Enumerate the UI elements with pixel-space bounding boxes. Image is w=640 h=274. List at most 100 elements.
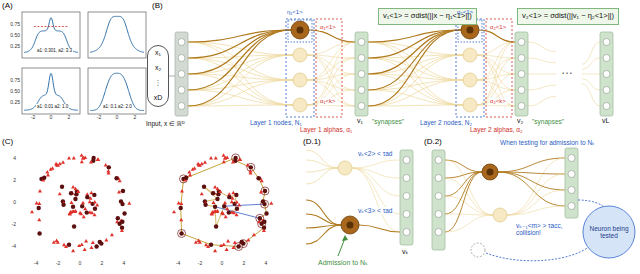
dendrite [445, 215, 493, 232]
data-point [81, 156, 85, 159]
neuron-core [487, 169, 494, 176]
axon [498, 172, 565, 190]
axon [477, 42, 515, 105]
data-point [98, 240, 102, 244]
data-point [263, 189, 267, 193]
layer-bar [515, 32, 528, 116]
axon [582, 84, 600, 106]
tick-label: -4 [176, 261, 180, 267]
tick-label: 0.50 [10, 89, 20, 95]
bar-unit [603, 103, 610, 110]
activation-curve [90, 16, 144, 52]
panel-label: (A) [2, 1, 13, 10]
bar-unit [178, 39, 185, 46]
data-point [72, 224, 76, 228]
data-point [73, 197, 77, 201]
data-point [42, 176, 46, 180]
bar-unit [518, 87, 525, 94]
axon [507, 158, 565, 215]
bar-unit [568, 155, 575, 162]
data-point [81, 201, 85, 204]
data-point [69, 200, 73, 203]
neuron [493, 208, 507, 222]
data-point [104, 163, 108, 166]
data-point [60, 185, 64, 189]
data-point [93, 200, 97, 203]
data-point [240, 240, 244, 244]
selected-marker [261, 200, 269, 208]
dendrite [188, 58, 293, 105]
data-point [211, 191, 215, 195]
data-point [71, 185, 75, 188]
axon [582, 42, 600, 64]
input-symbol: xD [154, 94, 163, 102]
data-point [203, 203, 207, 207]
neuron-core [467, 27, 474, 34]
axon [477, 58, 515, 80]
axon [528, 74, 556, 75]
dendrite [445, 178, 493, 215]
data-point [188, 173, 192, 176]
data-point [80, 242, 84, 245]
axon [352, 160, 400, 168]
tick-label: -2 [56, 261, 60, 267]
data-point [216, 187, 220, 190]
tick-label: 2 [13, 178, 16, 184]
tick-label: 4 [13, 156, 16, 162]
data-point [227, 210, 231, 214]
tick-label: 2 [134, 115, 137, 121]
tick-label: 0.75 [10, 22, 20, 28]
symbol-label: α₁<k> [319, 98, 337, 105]
data-point [213, 205, 217, 209]
dendrite [188, 30, 291, 90]
data-point [225, 207, 229, 210]
data-point [235, 207, 239, 211]
axon [477, 58, 515, 105]
data-point [61, 203, 65, 207]
data-point [96, 158, 100, 161]
symbol-label: α₂<1> [489, 24, 507, 31]
layer-bar [355, 32, 368, 116]
tested-neuron-circle: Neuron being tested [582, 205, 636, 259]
data-point [262, 202, 266, 206]
circle-shape [583, 206, 635, 258]
bar-unit [435, 193, 442, 200]
link-segment [215, 207, 260, 219]
data-point [61, 160, 65, 163]
data-point [230, 200, 234, 203]
bar-unit [435, 175, 442, 182]
layer-caption: vₖ₋₁<m> > τacc, collision! [515, 222, 579, 237]
formula-box: v₂<1> = σdist(||v₁ − η₂<1>||) [517, 8, 619, 25]
layer-caption: Layer 1 alphas, α₁ [300, 126, 352, 133]
data-point [89, 160, 93, 163]
tick-label: 2 [243, 261, 246, 267]
tick-label: -2 [97, 115, 101, 121]
input-symbol: x₁ [155, 49, 161, 57]
layer-caption: Layer 2 nodes, N₂ [420, 119, 472, 126]
axon [477, 55, 515, 74]
layer-caption: Layer 2 alphas, α₂ [470, 126, 523, 133]
data-point [233, 240, 237, 243]
axon [309, 30, 355, 42]
data-point [222, 204, 226, 208]
data-point [213, 249, 217, 252]
data-point [37, 206, 41, 210]
data-point [106, 169, 110, 172]
input-oval: x₁x₂⋮xD [147, 45, 169, 107]
data-point [252, 233, 256, 236]
bar-unit [435, 211, 442, 218]
data-point [72, 156, 76, 159]
legend-text: a1: 0.1 a2: 2.0 [102, 104, 133, 109]
neuron [482, 164, 498, 180]
data-point [104, 238, 108, 241]
data-point [85, 210, 89, 214]
tick-label: 0 [50, 115, 53, 121]
data-point [77, 244, 81, 247]
data-point [213, 185, 217, 188]
tick-label: 2 [68, 115, 71, 121]
data-point [222, 160, 226, 163]
data-point [179, 231, 183, 235]
axon [359, 225, 400, 232]
bar-unit [568, 203, 575, 210]
